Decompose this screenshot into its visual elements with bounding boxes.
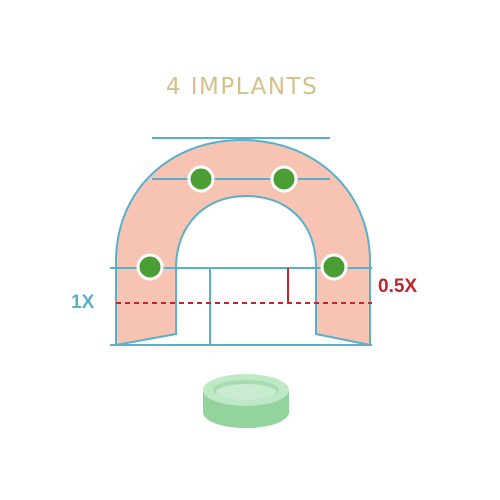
implant-marker-3: [270, 165, 298, 193]
abutment-ring-icon: [203, 374, 289, 428]
full-distance-label: 1X: [71, 292, 95, 313]
implant-marker-1: [136, 253, 164, 281]
half-distance-label: 0.5X: [378, 276, 418, 297]
diagram-title: 4 IMPLANTS: [165, 74, 319, 100]
implant-marker-4: [320, 253, 348, 281]
dental-arch: [115, 138, 371, 347]
implant-marker-2: [187, 165, 215, 193]
